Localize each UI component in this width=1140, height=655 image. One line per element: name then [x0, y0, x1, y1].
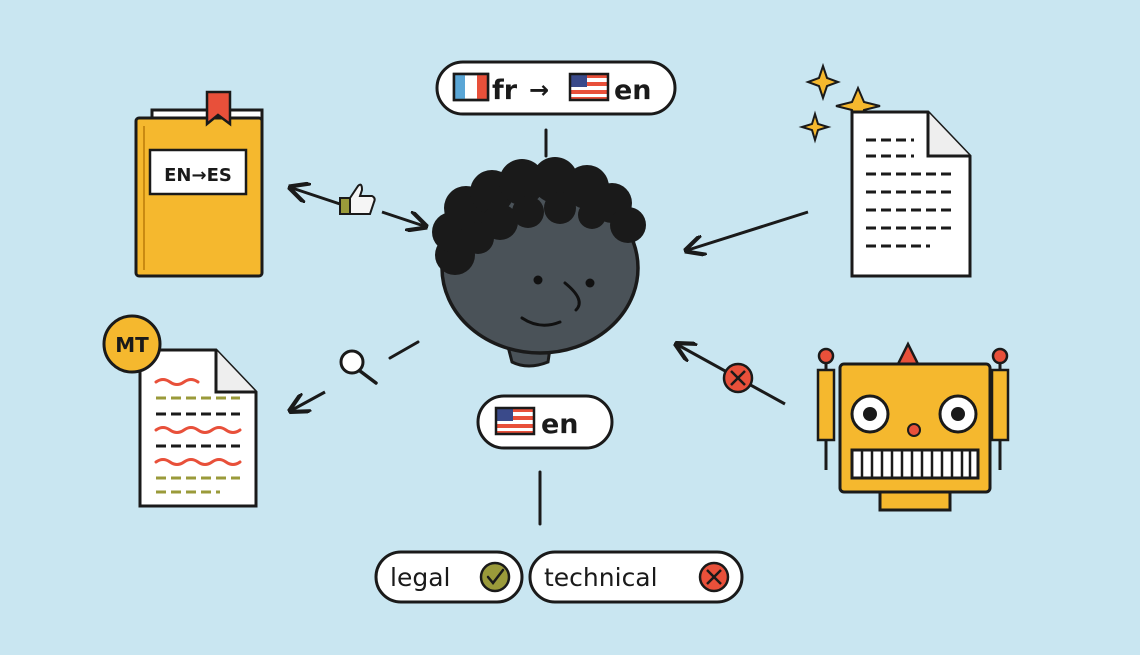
tag-legal: legal: [374, 550, 524, 604]
left-eye: [533, 275, 543, 285]
dictionary-book: EN→ES: [134, 90, 264, 278]
tag-technical: technical: [528, 550, 744, 604]
smile: [520, 316, 562, 327]
thumbs-up-icon: [339, 183, 376, 215]
us-flag-icon: [494, 406, 536, 436]
nose: [563, 281, 581, 312]
arrow-to-mt-doc: [292, 390, 326, 410]
tag-technical-label: technical: [544, 563, 658, 592]
arrow-from-document: [688, 210, 809, 250]
dash-segment: [388, 340, 420, 360]
book-label: EN→ES: [164, 165, 232, 186]
right-eye: [585, 278, 595, 288]
direction-arrow: →: [529, 76, 549, 104]
france-flag-icon: [452, 72, 490, 102]
target-lang-code: en: [614, 75, 652, 106]
source-lang-code: fr: [492, 75, 518, 106]
robot: [816, 341, 1010, 512]
mt-badge-label: MT: [115, 333, 149, 357]
target-lang-label: en: [541, 409, 579, 440]
machine-translation-document: [138, 348, 258, 508]
source-document: [850, 110, 972, 278]
bookmark-icon: [205, 90, 232, 127]
translator-head: [432, 157, 646, 368]
arrow-book-left: [292, 188, 341, 206]
mt-badge: MT: [102, 314, 162, 374]
cross-icon: [698, 561, 730, 593]
curly-hair: [432, 157, 646, 275]
language-pair-pill: fr → en: [435, 60, 677, 116]
sparkle-icons: [798, 62, 881, 144]
magnifier-icon: [339, 349, 378, 385]
tag-legal-label: legal: [390, 563, 450, 592]
reject-icon: [722, 362, 754, 394]
check-icon: [479, 561, 511, 593]
arrow-book-right: [381, 210, 424, 226]
target-language-pill: en: [476, 394, 614, 450]
us-flag-icon: [568, 72, 610, 102]
